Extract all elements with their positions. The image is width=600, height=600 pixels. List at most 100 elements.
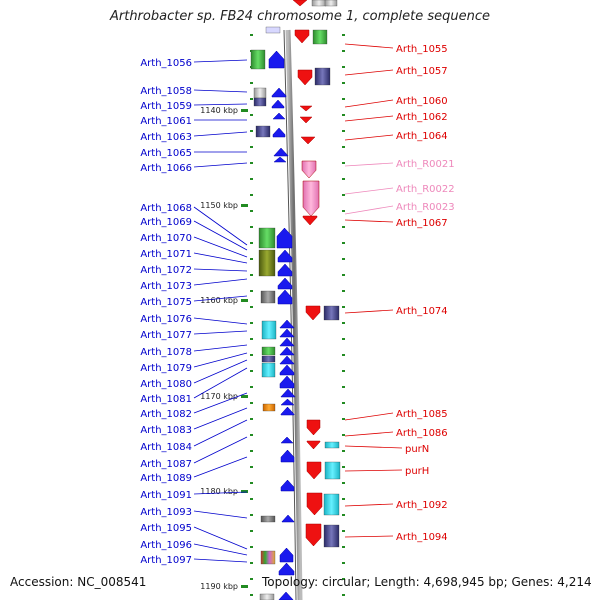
kbp-label: 1160 kbp bbox=[200, 296, 238, 305]
forward-gene-arrow bbox=[302, 215, 318, 226]
minor-tick bbox=[250, 450, 253, 452]
reverse-gene-arrow bbox=[268, 50, 285, 69]
reverse-gene-arrow bbox=[280, 406, 295, 416]
left-leader-line bbox=[193, 103, 248, 106]
forward-gene-arrow bbox=[306, 419, 321, 436]
minor-tick bbox=[342, 178, 345, 180]
right-leader-line bbox=[344, 187, 394, 195]
minor-tick bbox=[342, 146, 345, 148]
left-gene-label: Arth_1061 bbox=[140, 116, 192, 127]
reverse-gene-arrow bbox=[278, 591, 294, 600]
kbp-major-tick bbox=[241, 490, 248, 493]
left-leader-line bbox=[193, 59, 248, 63]
minor-tick bbox=[342, 418, 345, 420]
left-gene-label: Arth_1087 bbox=[140, 459, 192, 470]
minor-tick bbox=[342, 98, 345, 100]
minor-tick bbox=[342, 50, 345, 52]
right-leader-line bbox=[344, 99, 394, 108]
minor-tick bbox=[342, 514, 345, 516]
minor-tick bbox=[342, 258, 345, 260]
left-gene-label: Arth_1089 bbox=[140, 473, 192, 484]
left-gene-label: Arth_1072 bbox=[140, 265, 192, 276]
feature-box bbox=[312, 29, 328, 45]
right-leader-line bbox=[344, 445, 403, 449]
left-leader-line bbox=[193, 543, 248, 556]
right-gene-label: Arth_1094 bbox=[396, 532, 448, 543]
reverse-gene-arrow bbox=[277, 277, 293, 290]
reverse-gene-arrow bbox=[280, 449, 295, 463]
left-gene-label: Arth_1059 bbox=[140, 101, 192, 112]
reverse-gene-arrow bbox=[279, 375, 295, 389]
minor-tick bbox=[250, 242, 253, 244]
minor-tick bbox=[342, 466, 345, 468]
left-gene-label: Arth_1065 bbox=[140, 148, 192, 159]
right-gene-label: Arth_1067 bbox=[396, 218, 448, 229]
minor-tick bbox=[250, 434, 253, 436]
minor-tick bbox=[250, 82, 253, 84]
minor-tick bbox=[250, 274, 253, 276]
feature-box bbox=[324, 441, 340, 449]
chromosome-backbone bbox=[285, 29, 303, 600]
minor-tick bbox=[342, 354, 345, 356]
right-gene-label: Arth_1064 bbox=[396, 131, 448, 142]
reverse-gene-arrow bbox=[280, 436, 294, 444]
left-leader-line bbox=[193, 278, 248, 286]
left-leader-line bbox=[193, 295, 248, 302]
minor-tick bbox=[250, 594, 253, 596]
minor-tick bbox=[342, 162, 345, 164]
left-gene-label: Arth_1079 bbox=[140, 363, 192, 374]
minor-tick bbox=[250, 514, 253, 516]
left-gene-label: Arth_1073 bbox=[140, 281, 192, 292]
minor-tick bbox=[250, 562, 253, 564]
minor-tick bbox=[250, 34, 253, 36]
reverse-gene-arrow bbox=[272, 112, 286, 120]
kbp-label: 1140 kbp bbox=[200, 106, 238, 115]
minor-tick bbox=[250, 306, 253, 308]
minor-tick bbox=[342, 130, 345, 132]
left-leader-line bbox=[193, 344, 248, 352]
right-leader-line bbox=[344, 69, 394, 76]
minor-tick bbox=[342, 338, 345, 340]
kbp-major-tick bbox=[241, 395, 248, 398]
right-leader-line bbox=[344, 503, 394, 507]
feature-box bbox=[314, 67, 331, 86]
left-leader-line bbox=[193, 407, 248, 430]
minor-tick bbox=[250, 386, 253, 388]
feature-box bbox=[258, 227, 276, 249]
right-gene-label: Arth_1085 bbox=[396, 409, 448, 420]
feature-box bbox=[323, 493, 340, 516]
reverse-gene-arrow bbox=[271, 87, 287, 98]
minor-tick bbox=[342, 402, 345, 404]
reverse-gene-arrow bbox=[278, 562, 295, 576]
left-gene-label: Arth_1093 bbox=[140, 507, 192, 518]
feature-box bbox=[261, 346, 276, 356]
right-leader-line bbox=[344, 219, 394, 223]
minor-tick bbox=[342, 66, 345, 68]
kbp-major-tick bbox=[241, 109, 248, 112]
left-leader-line bbox=[193, 510, 248, 519]
minor-tick bbox=[250, 210, 253, 212]
right-gene-label: Arth_1055 bbox=[396, 44, 448, 55]
minor-tick bbox=[342, 242, 345, 244]
forward-gene-arrow bbox=[305, 523, 322, 547]
right-gene-label: Arth_1092 bbox=[396, 500, 448, 511]
left-gene-label: Arth_1080 bbox=[140, 379, 192, 390]
reverse-gene-arrow bbox=[277, 289, 293, 305]
minor-tick bbox=[250, 146, 253, 148]
left-gene-label: Arth_1075 bbox=[140, 297, 192, 308]
minor-tick bbox=[342, 482, 345, 484]
feature-box bbox=[255, 125, 271, 138]
kbp-major-tick bbox=[241, 204, 248, 207]
minor-tick bbox=[342, 578, 345, 580]
left-leader-line bbox=[193, 162, 248, 168]
left-gene-label: Arth_1077 bbox=[140, 330, 192, 341]
right-gene-label: Arth_1086 bbox=[396, 428, 448, 439]
minor-tick bbox=[250, 258, 253, 260]
feature-box bbox=[261, 355, 276, 363]
minor-tick bbox=[250, 114, 253, 116]
left-gene-label: Arth_1066 bbox=[140, 163, 192, 174]
left-leader-line bbox=[193, 89, 248, 93]
forward-gene-arrow bbox=[302, 180, 320, 217]
right-gene-label: Arth_R0021 bbox=[396, 159, 455, 170]
left-gene-label: Arth_1070 bbox=[140, 233, 192, 244]
